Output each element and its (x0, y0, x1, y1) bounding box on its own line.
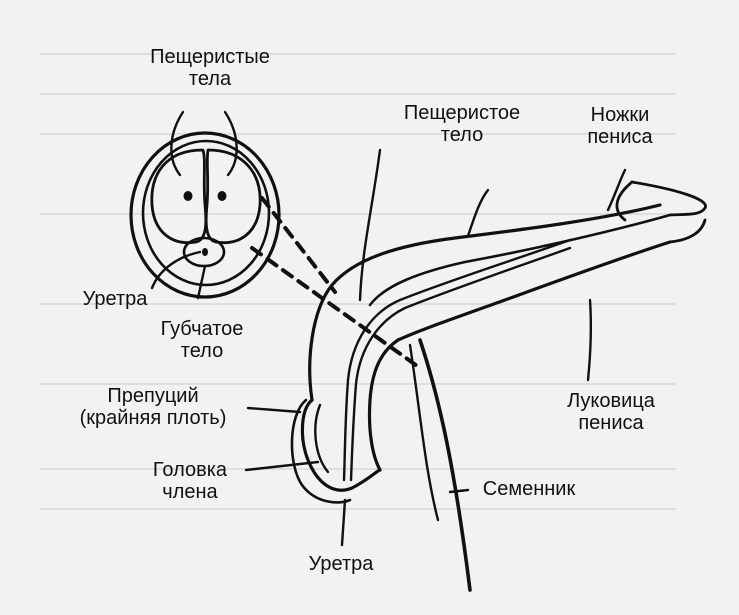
leader-cavernous-bodies-right (223, 110, 238, 177)
outline-corpus-top (368, 213, 672, 307)
outline-top (308, 203, 662, 402)
section-line-lower (250, 246, 422, 370)
label-cavernous-bodies-line1: Пещеристые (150, 46, 270, 68)
label-cavernous-bodies-line2: тела (188, 68, 232, 90)
cross-section-outer-ring (129, 131, 281, 299)
section-line-upper (260, 196, 337, 294)
leader-prepuce (246, 406, 302, 414)
label-spongy-body-line2: тело (180, 340, 224, 362)
bleed-through-line: —————————————————————————————— (40, 120, 676, 144)
leader-urethra-bottom (340, 498, 347, 547)
label-prepuce-line2: (крайняя плоть) (79, 407, 227, 429)
leader-crura (606, 168, 627, 212)
penis-side-view (290, 180, 707, 592)
leader-testicle (448, 488, 470, 494)
label-crura: Ножки пениса (570, 104, 670, 148)
leader-glans (244, 460, 320, 472)
label-bulb-line1: Луковица (567, 390, 655, 412)
label-glans-line2: члена (162, 481, 218, 503)
leader-urethra-top (150, 250, 202, 290)
bleed-through-line: —————————————————————————————— (40, 455, 676, 479)
label-spongy-body: Губчатое тело (152, 318, 252, 362)
testicle-line (418, 338, 472, 592)
label-cavernous-bodies: Пещеристые тела (140, 46, 280, 90)
bleed-through-line: —————————————————————————————— (40, 495, 676, 519)
label-bulb: Луковица пениса (556, 390, 666, 434)
bleed-through-line: —————————————————————————————— (40, 200, 676, 224)
label-crura-line2: пениса (587, 126, 653, 148)
label-glans-line1: Головка (152, 459, 228, 481)
crus-upper (630, 180, 707, 217)
label-testicle: Семенник (482, 478, 576, 500)
glans-inner (314, 403, 330, 474)
leader-cavernous-body-2 (466, 188, 490, 238)
crus-lower (668, 218, 707, 244)
prepuce-outline (290, 398, 352, 504)
outline-bottom (396, 240, 672, 342)
leader-cavernous-bodies-left (170, 110, 185, 177)
urethra-channel-inner (349, 246, 572, 482)
bleed-through-line: —————————————————————————————— (40, 40, 676, 64)
glans-outline (300, 398, 382, 492)
label-cavernous-body-line2: тело (440, 124, 484, 146)
spongy-body-edge (367, 338, 400, 472)
leader-cavernous-body (358, 148, 382, 302)
scrotum-line (408, 343, 440, 522)
crus-tip (615, 180, 634, 222)
urethra-dot (202, 248, 208, 256)
bleed-through-line: —————————————————————————————— (40, 290, 676, 314)
urethra-channel-outer (342, 238, 572, 482)
leader-bulb (586, 298, 593, 382)
cross-section-inner-ring (141, 139, 271, 287)
label-prepuce: Препуций (крайняя плоть) (58, 385, 248, 429)
cavernous-artery-dot (217, 191, 227, 201)
label-glans: Головка члена (140, 459, 240, 503)
leader-spongy-body (196, 264, 207, 300)
cavernous-body-left-section (150, 148, 208, 245)
cavernous-artery-dot (183, 191, 193, 201)
bleed-through-line: —————————————————————————————— (40, 80, 676, 104)
label-cavernous-body: Пещеристое тело (392, 102, 532, 146)
label-urethra-top: Уретра (82, 288, 148, 310)
label-crura-line1: Ножки (590, 104, 650, 126)
label-bulb-line2: пениса (578, 412, 644, 434)
label-urethra-bottom: Уретра (308, 553, 374, 575)
cross-section (129, 131, 281, 299)
label-spongy-body-line1: Губчатое (160, 318, 244, 340)
label-cavernous-body-line1: Пещеристое (403, 102, 521, 124)
label-prepuce-line1: Препуций (107, 385, 199, 407)
